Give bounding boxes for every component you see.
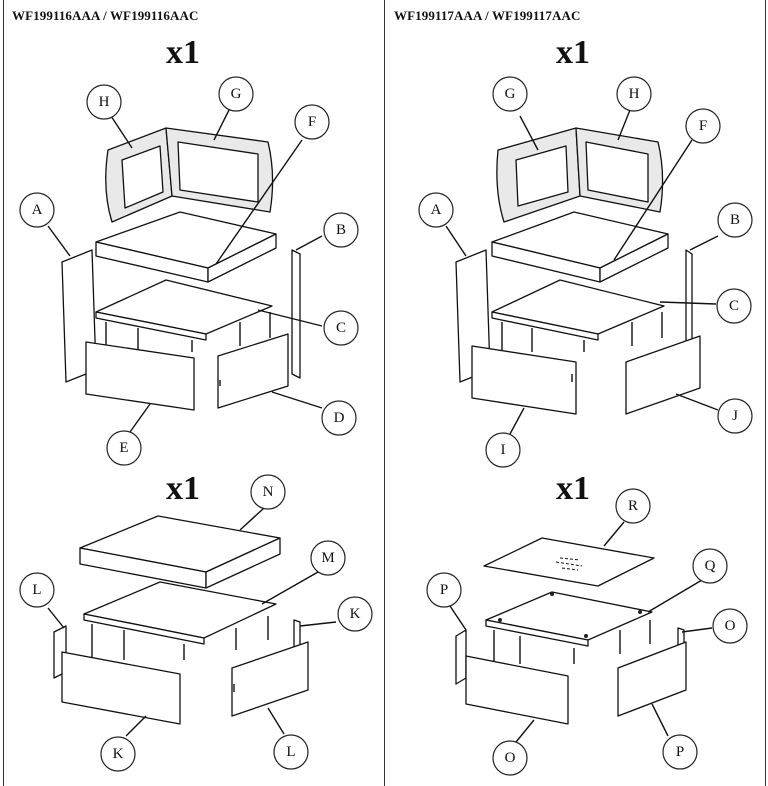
side-panel-b-left [291, 249, 301, 379]
svg-text:A: A [32, 202, 43, 218]
left-bottom-callouts: N M L K K L [19, 474, 373, 772]
callout-q-right: Q [692, 548, 728, 584]
svg-text:I: I [501, 442, 506, 458]
right-panel-frame [384, 0, 766, 786]
svg-text:G: G [505, 86, 516, 102]
drawer-p-right [617, 641, 687, 717]
callout-d-left: D [321, 400, 357, 436]
callout-c-left: C [323, 310, 359, 346]
callout-a-left: A [19, 192, 55, 228]
callout-k-lower-left: K [100, 736, 136, 772]
svg-text:M: M [321, 550, 334, 566]
svg-text:K: K [113, 746, 124, 762]
svg-text:C: C [336, 320, 346, 336]
drawer-i-right [471, 345, 577, 415]
svg-text:H: H [629, 86, 640, 102]
callout-l-left: L [19, 572, 55, 608]
svg-text:O: O [505, 750, 516, 766]
callout-b-right: B [717, 202, 753, 238]
svg-text:L: L [286, 744, 295, 760]
callout-p-lower-right: P [662, 734, 698, 770]
right-table-assembly [455, 537, 687, 725]
drawer-e-left [85, 341, 195, 411]
left-table-assembly [53, 515, 309, 725]
svg-text:B: B [730, 212, 740, 228]
right-top-quantity: x1 [556, 34, 590, 71]
svg-text:Q: Q [705, 558, 716, 574]
frame-m-left [83, 581, 277, 639]
callout-r-right: R [615, 488, 651, 524]
svg-text:H: H [99, 94, 110, 110]
drawer-j-right [625, 335, 701, 415]
svg-text:B: B [336, 222, 346, 238]
svg-text:O: O [725, 618, 736, 634]
callout-l-lower-left: L [273, 734, 309, 770]
left-panel-header: WF199116AAA / WF199116AAC [12, 8, 199, 23]
callout-g-right: G [492, 76, 528, 112]
svg-text:N: N [263, 484, 274, 500]
callout-f-right: F [685, 108, 721, 144]
side-panel-p-right [455, 629, 467, 685]
left-bench-assembly [61, 127, 301, 411]
svg-text:P: P [676, 744, 684, 760]
svg-text:J: J [732, 408, 738, 424]
svg-text:L: L [32, 582, 41, 598]
callout-c-right: C [716, 288, 752, 324]
svg-text:P: P [440, 582, 448, 598]
callout-m-left: M [310, 540, 346, 576]
callout-o-lower-right: O [492, 740, 528, 776]
frame-c-right [491, 279, 665, 335]
right-bottom-quantity: x1 [556, 470, 590, 507]
callout-p-upper-right: P [426, 572, 462, 608]
callout-g-left: G [218, 76, 254, 112]
callout-n-left: N [250, 474, 286, 510]
svg-text:G: G [231, 86, 242, 102]
svg-text:D: D [334, 410, 345, 426]
callout-f-left: F [294, 104, 330, 140]
left-top-quantity: x1 [166, 34, 200, 71]
svg-text:R: R [628, 498, 638, 514]
callout-h-left: H [86, 84, 122, 120]
right-bench-assembly [455, 127, 701, 415]
leader-lines [47, 109, 719, 743]
callout-b-left: B [323, 212, 359, 248]
callout-k-upper-left: K [337, 596, 373, 632]
callout-j-right: J [717, 398, 753, 434]
right-panel-header: WF199117AAA / WF199117AAC [394, 8, 581, 23]
svg-text:C: C [729, 298, 739, 314]
svg-text:F: F [308, 114, 316, 130]
drawer-o-right [465, 655, 569, 725]
callout-e-left: E [106, 430, 142, 466]
right-top-callouts: G H F A B C J I [418, 76, 753, 468]
callout-o-upper-right: O [712, 608, 748, 644]
drawer-l-left [231, 641, 309, 717]
callout-h-right: H [616, 76, 652, 112]
drawer-d-left [217, 333, 289, 409]
drawer-k-left [61, 651, 181, 725]
svg-text:E: E [119, 440, 128, 456]
glass-r-right [483, 537, 655, 587]
frame-c-left [95, 279, 273, 335]
svg-text:F: F [699, 118, 707, 134]
left-top-callouts: H G F A B C D E [19, 76, 359, 466]
callout-i-right: I [485, 432, 521, 468]
callout-a-right: A [418, 192, 454, 228]
svg-text:A: A [431, 202, 442, 218]
svg-text:K: K [350, 606, 361, 622]
left-bottom-quantity: x1 [166, 470, 200, 507]
right-bottom-callouts: R Q P O O P [426, 488, 748, 776]
frame-q-right [485, 591, 653, 641]
